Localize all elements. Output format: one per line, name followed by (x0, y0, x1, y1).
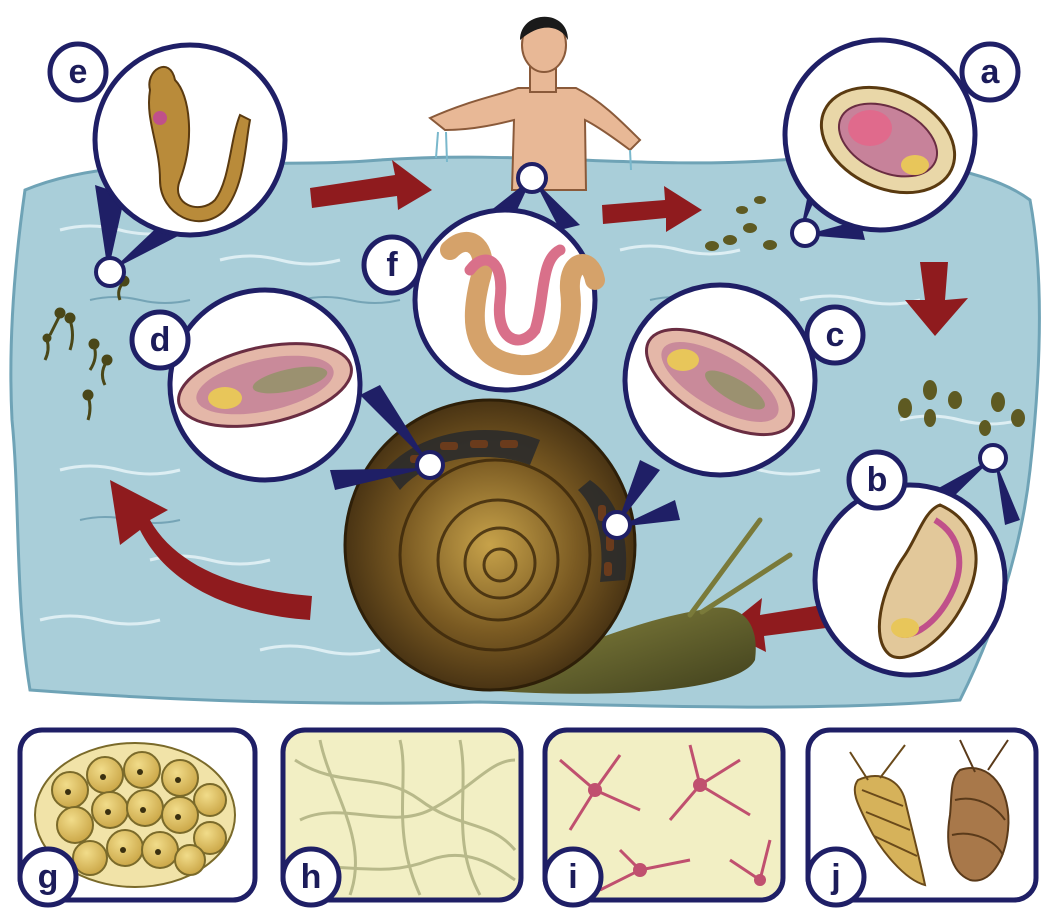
label-badge-h: h (283, 849, 339, 905)
circle-a-egg (785, 40, 975, 230)
label-a: a (981, 53, 1001, 91)
circle-f-adult-worms (415, 210, 595, 390)
circle-e-cercaria (95, 45, 285, 235)
label-j: j (830, 858, 840, 896)
label-e: e (69, 53, 88, 91)
circle-c-sporocyst (625, 285, 815, 475)
label-i: i (568, 858, 577, 896)
label-badge-i: i (545, 849, 601, 905)
label-g: g (38, 858, 59, 896)
label-c: c (826, 316, 845, 354)
label-b: b (867, 461, 888, 499)
label-badge-g: g (20, 849, 76, 905)
label-badge-e: e (50, 44, 106, 100)
label-h: h (301, 858, 322, 896)
label-badge-j: j (808, 849, 864, 905)
label-badge-d: d (132, 312, 188, 368)
label-f: f (386, 246, 398, 284)
label-badge-b: b (849, 452, 905, 508)
circle-d-sporocyst (170, 290, 360, 480)
circle-b-miracidium (815, 485, 1005, 675)
label-badge-a: a (962, 44, 1018, 100)
label-d: d (150, 321, 171, 359)
label-badge-f: f (364, 237, 420, 293)
label-badge-c: c (807, 307, 863, 363)
